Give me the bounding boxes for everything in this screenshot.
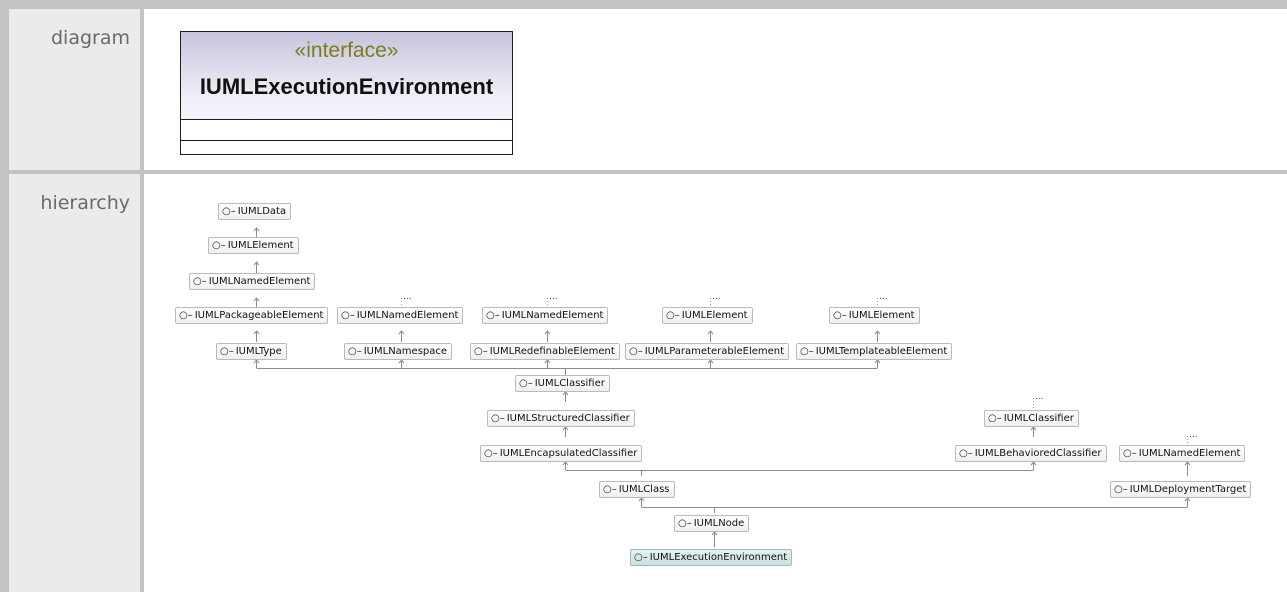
hierarchy-node-iumlclassifier[interactable]: ○–IUMLClassifier — [515, 375, 610, 392]
node-label: IUMLStructuredClassifier — [506, 413, 630, 424]
hierarchy-node-iumlclass[interactable]: ○–IUMLClass — [599, 481, 675, 498]
hierarchy-node-iumldata[interactable]: ○–IUMLData — [218, 203, 292, 220]
hierarchy-connectors — [253, 227, 1191, 547]
node-label: IUMLNamedElement — [356, 310, 459, 321]
node-label: IUMLClassifier — [1003, 413, 1074, 424]
hierarchy-node-iumltemplateableelement[interactable]: ○–IUMLTemplateableElement — [796, 343, 953, 360]
hierarchy-node-iumlnode[interactable]: ○–IUMLNode — [674, 515, 750, 532]
interface-icon: ○– — [1123, 448, 1137, 459]
hierarchy-node-iumlexecutionenvironment[interactable]: ○–IUMLExecutionEnvironment — [630, 549, 793, 566]
hierarchy-node-iumlnamespace[interactable]: ○–IUMLNamespace — [344, 343, 453, 360]
interface-icon: ○– — [666, 310, 680, 321]
hierarchy-node-iumlelement-2[interactable]: ○–IUMLElement — [662, 307, 753, 324]
interface-icon: ○– — [193, 276, 207, 287]
ellipsis-marker: ... — [403, 292, 412, 302]
interface-icon: ○– — [634, 552, 648, 563]
interface-icon: ○– — [603, 484, 617, 495]
uml-class-name: IUMLExecutionEnvironment — [199, 74, 494, 99]
hierarchy-node-iumlencapsulatedclassifier[interactable]: ○–IUMLEncapsulatedClassifier — [480, 445, 643, 462]
node-label: IUMLData — [237, 206, 287, 217]
node-label: IUMLClass — [618, 484, 670, 495]
interface-icon: ○– — [341, 310, 355, 321]
interface-icon: ○– — [519, 378, 533, 389]
hierarchy-node-iumlbehavioredclassifier[interactable]: ○–IUMLBehavioredClassifier — [955, 445, 1107, 462]
interface-icon: ○– — [959, 448, 973, 459]
uml-stereotype: «interface» — [294, 39, 399, 62]
node-label: IUMLBehavioredClassifier — [974, 448, 1102, 459]
ellipsis-marker: ... — [549, 292, 558, 302]
interface-icon: ○– — [988, 413, 1002, 424]
hierarchy-node-iumlelement[interactable]: ○–IUMLElement — [208, 237, 299, 254]
interface-icon: ○– — [629, 346, 643, 357]
hierarchy-node-iumlstructuredclassifier[interactable]: ○–IUMLStructuredClassifier — [487, 410, 635, 427]
node-label: IUMLNamespace — [363, 346, 448, 357]
node-label: IUMLDeploymentTarget — [1129, 484, 1247, 495]
hierarchy-node-iumlnamedelement-3[interactable]: ○–IUMLNamedElement — [482, 307, 609, 324]
node-label: IUMLExecutionEnvironment — [649, 552, 788, 563]
node-label: IUMLElement — [848, 310, 915, 321]
hierarchy-node-iumlelement-3[interactable]: ○–IUMLElement — [829, 307, 920, 324]
interface-icon: ○– — [484, 448, 498, 459]
node-label: IUMLNode — [693, 518, 745, 529]
node-label: IUMLElement — [227, 240, 294, 251]
node-label: IUMLType — [235, 346, 282, 357]
uml-interface-header: «interface» IUMLExecutionEnvironment — [181, 32, 512, 120]
node-label: IUMLRedefinableElement — [489, 346, 615, 357]
hierarchy-node-iumlredefinableelement[interactable]: ○–IUMLRedefinableElement — [470, 343, 620, 360]
interface-icon: ○– — [179, 310, 193, 321]
hierarchy-node-iumlnamedelement-4[interactable]: ○–IUMLNamedElement — [1119, 445, 1246, 462]
node-label: IUMLNamedElement — [1138, 448, 1241, 459]
hierarchy-node-iumlparameterableelement[interactable]: ○–IUMLParameterableElement — [625, 343, 790, 360]
node-label: IUMLEncapsulatedClassifier — [499, 448, 638, 459]
hierarchy-cell: ... ... ... ... ... ... ○–IUMLData ○–IUM… — [144, 174, 1287, 592]
node-label: IUMLNamedElement — [501, 310, 604, 321]
interface-icon: ○– — [348, 346, 362, 357]
node-label: IUMLParameterableElement — [644, 346, 785, 357]
ellipsis-marker: ... — [879, 292, 888, 302]
node-label: IUMLTemplateableElement — [815, 346, 948, 357]
hierarchy-node-iumlpackageableelement[interactable]: ○–IUMLPackageableElement — [175, 307, 329, 324]
hierarchy-node-iumlnamedelement-2[interactable]: ○–IUMLNamedElement — [337, 307, 464, 324]
ellipsis-marker: ... — [1189, 430, 1198, 440]
hierarchy-node-iumldeploymenttarget[interactable]: ○–IUMLDeploymentTarget — [1110, 481, 1252, 498]
uml-operations-compartment — [181, 140, 512, 141]
interface-icon: ○– — [491, 413, 505, 424]
hierarchy-row-label: hierarchy — [9, 174, 140, 592]
ellipsis-marker: ... — [712, 292, 721, 302]
node-label: IUMLNamedElement — [208, 276, 311, 287]
node-label: IUMLPackageableElement — [194, 310, 324, 321]
hierarchy-node-iumlnamedelement[interactable]: ○–IUMLNamedElement — [189, 273, 316, 290]
interface-icon: ○– — [486, 310, 500, 321]
interface-icon: ○– — [474, 346, 488, 357]
diagram-row-label: diagram — [9, 9, 140, 170]
diagram-cell: «interface» IUMLExecutionEnvironment — [144, 9, 1287, 170]
interface-icon: ○– — [222, 206, 236, 217]
interface-icon: ○– — [1114, 484, 1128, 495]
uml-interface-box: «interface» IUMLExecutionEnvironment — [180, 31, 513, 155]
interface-icon: ○– — [678, 518, 692, 529]
hierarchy-node-iumltype[interactable]: ○–IUMLType — [216, 343, 287, 360]
node-label: IUMLClassifier — [534, 378, 605, 389]
hierarchy-node-iumlclassifier-2[interactable]: ○–IUMLClassifier — [984, 410, 1079, 427]
interface-icon: ○– — [800, 346, 814, 357]
interface-icon: ○– — [220, 346, 234, 357]
interface-icon: ○– — [833, 310, 847, 321]
node-label: IUMLElement — [681, 310, 748, 321]
interface-icon: ○– — [212, 240, 226, 251]
ellipsis-marker: ... — [1035, 392, 1044, 402]
